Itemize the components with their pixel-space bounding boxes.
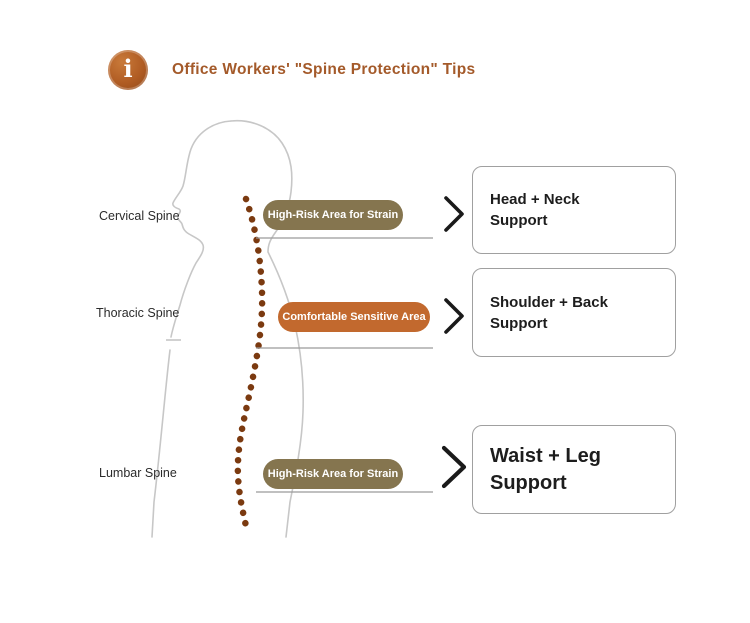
pill-high-risk-lumbar: High-Risk Area for Strain: [263, 459, 403, 489]
chevron-right-icon: [441, 445, 467, 489]
info-icon-glyph: i: [123, 54, 133, 83]
card-title-line: Support: [490, 314, 548, 332]
pill-comfort-thoracic: Comfortable Sensitive Area: [278, 302, 430, 332]
page-title: Office Workers' "Spine Protection" Tips: [172, 61, 476, 78]
label-lumbar-spine: Lumbar Spine: [99, 466, 177, 480]
chevron-right-icon: [444, 196, 464, 232]
card-shoulder-back-support: Shoulder + Back Support: [472, 268, 676, 357]
pill-high-risk-cervical: High-Risk Area for Strain: [263, 200, 403, 230]
spine-dots: [234, 195, 266, 530]
label-thoracic-spine: Thoracic Spine: [96, 306, 180, 320]
card-head-neck-support: Head + Neck Support: [472, 166, 676, 254]
card-title-line: Support: [490, 212, 548, 229]
card-title-line: Support: [490, 471, 567, 494]
info-icon: i: [108, 50, 148, 90]
card-title-line: Head + Neck: [490, 191, 580, 208]
label-cervical-spine: Cervical Spine: [99, 209, 180, 223]
card-title-line: Shoulder + Back: [490, 293, 608, 311]
card-waist-leg-support: Waist + Leg Support: [472, 425, 676, 514]
chevron-right-icon: [444, 298, 464, 334]
card-title-line: Waist + Leg: [490, 444, 601, 467]
